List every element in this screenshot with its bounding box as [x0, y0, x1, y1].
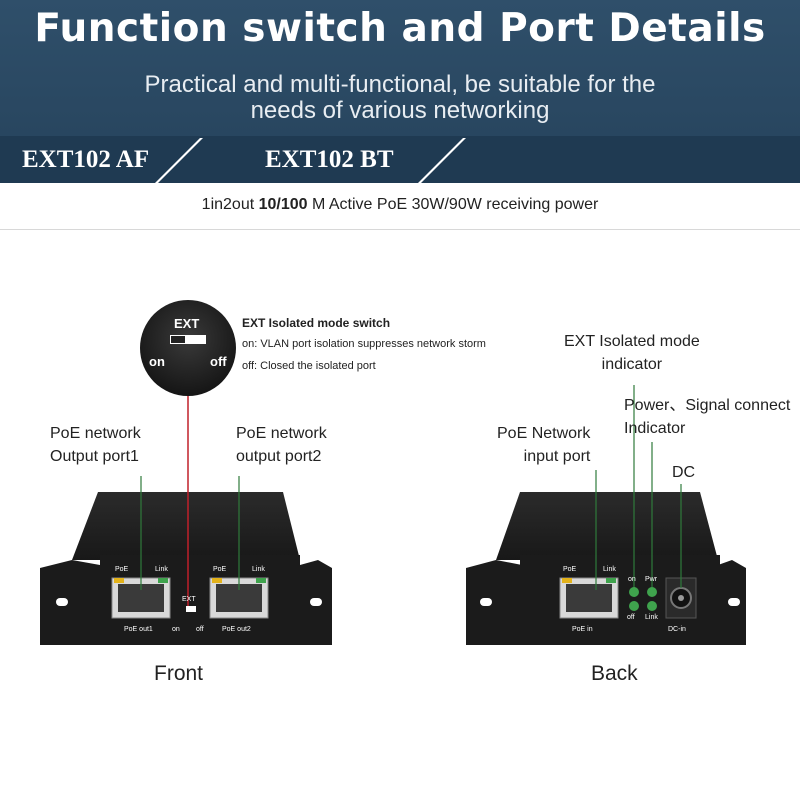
led-ext-off	[629, 601, 639, 611]
front-flange-hole-left	[56, 598, 68, 606]
silk-back-on: on	[628, 576, 636, 583]
label-ext-indicator: EXT Isolated mode indicator	[564, 330, 700, 376]
label-power-indicator-line2: Indicator	[624, 420, 686, 437]
switch-callout-off: off: Closed the isolated port	[242, 360, 376, 372]
led-link	[647, 601, 657, 611]
page-subtitle: Practical and multi-functional, be suita…	[0, 72, 800, 124]
caption-front: Front	[154, 662, 204, 685]
led-ext-on	[629, 587, 639, 597]
led-green-in	[606, 578, 616, 583]
subtitle-line-1: Practical and multi-functional, be suita…	[144, 71, 656, 98]
led-amber-out2	[212, 578, 222, 583]
silk-front-link2: Link	[252, 566, 265, 573]
silk-back-link2: Link	[645, 614, 658, 621]
switch-callout-title: EXT Isolated mode switch	[242, 316, 391, 330]
zoom-switch-slot	[170, 335, 206, 344]
led-amber-out1	[114, 578, 124, 583]
front-flange-hole-right	[310, 598, 322, 606]
rj45-port-in-inner	[566, 584, 612, 612]
silk-front-poe1: PoE	[115, 566, 129, 573]
spec-line: 1in2out 10/100 M Active PoE 30W/90W rece…	[0, 196, 800, 214]
silk-back-dcin: DC-in	[668, 626, 686, 633]
zoom-off-label: off	[210, 354, 227, 369]
back-top-face	[496, 492, 718, 560]
silk-front-link1: Link	[155, 566, 168, 573]
front-flange-left	[40, 560, 100, 645]
spec-text-2: M Active PoE 30W/90W receiving power	[307, 196, 599, 213]
dc-jack-pin	[678, 595, 684, 601]
switch-callout-on: on: VLAN port isolation suppresses netwo…	[242, 338, 486, 350]
zoom-ext-label: EXT	[174, 316, 200, 331]
silk-back-link: Link	[603, 566, 616, 573]
label-input-port: PoE Network input port	[497, 422, 590, 468]
zoom-on-label: on	[149, 354, 165, 369]
caption-back: Back	[591, 662, 638, 685]
front-top-face	[72, 492, 300, 560]
label-dc: DC	[672, 464, 696, 481]
front-device	[40, 492, 332, 645]
silk-front-on: on	[172, 626, 180, 633]
label-power-indicator: Power、Signal connect Indicator	[624, 394, 790, 440]
led-green-out1	[158, 578, 168, 583]
label-input-port-line2: input port	[523, 448, 591, 465]
model-label-bt: EXT102 BT	[265, 146, 394, 173]
model-strip	[0, 136, 800, 183]
led-pwr	[647, 587, 657, 597]
back-flange-hole-left	[480, 598, 492, 606]
led-amber-in	[562, 578, 572, 583]
spec-text-speed: 10/100	[258, 196, 308, 213]
label-out1-line2: Output port1	[50, 448, 139, 465]
label-out2: PoE network output port2	[236, 422, 327, 468]
label-ext-indicator-line1: EXT Isolated mode	[564, 333, 700, 350]
switch-zoom-circle	[140, 300, 236, 396]
back-flange-hole-right	[728, 598, 740, 606]
subtitle-line-2: needs of various networking	[250, 97, 550, 124]
led-green-out2	[256, 578, 266, 583]
silk-front-off: off	[196, 626, 204, 633]
silk-back-off: off	[627, 614, 635, 621]
leader-lines	[140, 385, 682, 590]
zoom-switch-knob	[171, 336, 185, 343]
back-device	[466, 492, 746, 645]
ext-switch	[186, 606, 196, 612]
silk-front-out2: PoE out2	[222, 626, 251, 633]
label-out1-line1: PoE network	[50, 425, 141, 442]
label-out2-line2: output port2	[236, 448, 322, 465]
silk-front-ext: EXT	[182, 596, 196, 603]
spec-text-1: 1in2out	[201, 196, 259, 213]
back-flange-left	[466, 560, 522, 645]
label-ext-indicator-line2: indicator	[601, 356, 663, 373]
silk-back-in: PoE in	[572, 626, 593, 633]
label-out1: PoE network Output port1	[50, 422, 141, 468]
silk-back-pwr: Pwr	[645, 576, 658, 583]
page-title: Function switch and Port Details	[34, 6, 766, 51]
silk-front-out1: PoE out1	[124, 626, 153, 633]
label-power-indicator-line1: Power、Signal connect	[624, 397, 791, 414]
silk-front-poe2: PoE	[213, 566, 227, 573]
label-out2-line1: PoE network	[236, 425, 327, 442]
divider	[0, 229, 800, 230]
label-input-port-line1: PoE Network	[497, 425, 591, 442]
silk-back-poe: PoE	[563, 566, 577, 573]
model-label-af: EXT102 AF	[22, 146, 150, 173]
